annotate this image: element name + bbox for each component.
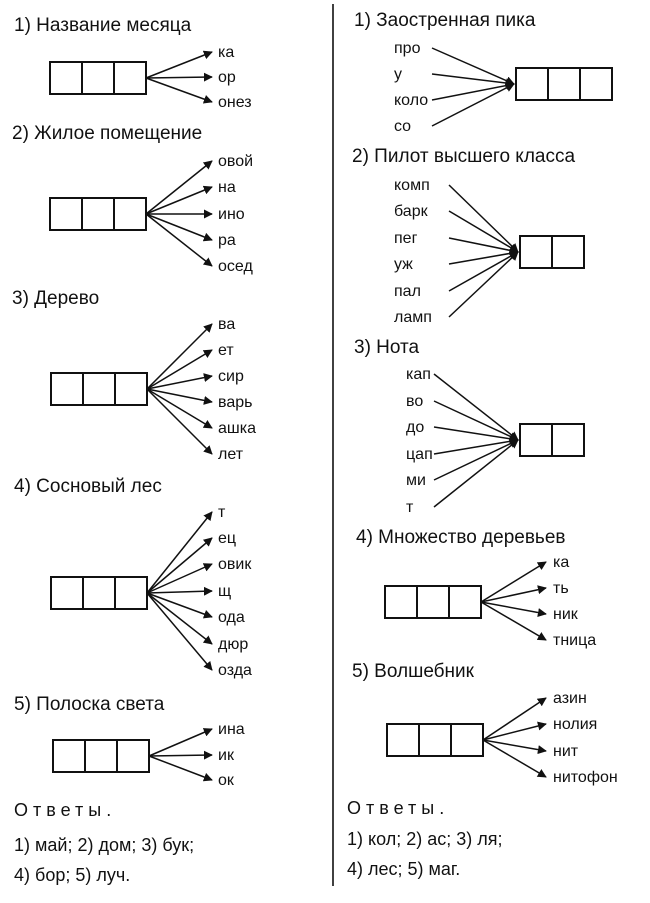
left-puzzle-4-word: ец (218, 530, 236, 547)
right-puzzle-1-word: со (394, 118, 411, 135)
left-puzzle-4-word: щ (218, 583, 231, 600)
left-puzzle-5-grid (52, 739, 150, 773)
right-puzzle-2-word: пег (394, 230, 418, 247)
right-puzzle-4-word: ть (553, 580, 569, 597)
left-puzzle-2-word: ра (218, 232, 236, 249)
right-puzzle-2-word: комп (394, 177, 430, 194)
left-puzzle-5-title: 5) Полоска света (14, 694, 165, 715)
left-puzzle-4-grid (50, 576, 148, 610)
left-puzzle-2-word: овой (218, 153, 253, 170)
left-puzzle-1-word: ка (218, 44, 234, 61)
right-puzzle-3-arrows (433, 373, 519, 508)
left-puzzle-4-word: озда (218, 662, 252, 679)
right-answers-title: Ответы. (347, 798, 449, 818)
right-puzzle-2-title: 2) Пилот высшего класса (352, 146, 575, 167)
right-puzzle-5-word: нолия (553, 716, 597, 733)
right-puzzle-4-word: ка (553, 554, 569, 571)
right-puzzle-5-word: нит (553, 743, 579, 760)
left-puzzle-2-title: 2) Жилое помещение (12, 123, 202, 144)
right-puzzle-4-arrows (480, 561, 547, 641)
left-puzzle-3-word: ашка (218, 420, 256, 437)
left-puzzle-1-arrows (145, 50, 213, 104)
right-puzzle-3-word: цап (406, 446, 433, 463)
right-puzzle-2-grid (519, 235, 585, 269)
left-puzzle-3-word: ва (218, 316, 235, 333)
left-puzzle-1-title: 1) Название месяца (14, 15, 192, 36)
left-puzzle-3-word: ет (218, 342, 234, 359)
left-puzzle-5-arrows (148, 728, 213, 782)
left-puzzle-1-word: ор (218, 69, 236, 86)
right-puzzle-1-grid (515, 67, 613, 101)
left-puzzle-4-word: т (218, 504, 226, 521)
right-puzzle-1-title: 1) Заостренная пика (354, 10, 536, 31)
left-puzzle-3-word: варь (218, 394, 252, 411)
right-puzzle-1-word: про (394, 40, 421, 57)
right-puzzle-3-word: во (406, 393, 423, 410)
right-answers-line-1: 1) кол; 2) ас; 3) ля; (347, 829, 502, 849)
left-puzzle-5-word: ок (218, 772, 235, 789)
right-puzzle-4-word: ник (553, 606, 579, 623)
left-puzzle-3-arrows (146, 323, 213, 455)
left-puzzle-5-word: ина (218, 721, 245, 738)
left-answers-line-2: 4) бор; 5) луч. (14, 865, 130, 885)
right-puzzle-3-word: т (406, 499, 414, 516)
left-puzzle-2-word: осед (218, 258, 253, 275)
right-puzzle-1-word: у (394, 66, 402, 83)
right-puzzle-2-word: уж (394, 256, 413, 273)
left-puzzle-3-title: 3) Дерево (12, 288, 99, 309)
right-puzzle-2-arrows (448, 184, 519, 318)
left-puzzle-3-grid (50, 372, 148, 406)
right-puzzle-3-grid (519, 423, 585, 457)
left-puzzle-4-arrows (146, 511, 213, 671)
left-puzzle-2-grid (49, 197, 147, 231)
right-puzzle-4-word: тница (553, 632, 596, 649)
right-puzzle-4-grid (384, 585, 482, 619)
right-puzzle-3-title: 3) Нота (354, 337, 420, 358)
left-answers-line-1: 1) май; 2) дом; 3) бук; (14, 835, 194, 855)
right-puzzle-4-title: 4) Множество деревьев (356, 527, 566, 548)
left-puzzle-5-word: ик (218, 747, 235, 764)
right-puzzle-3-word: до (406, 419, 424, 436)
right-answers-line-2: 4) лес; 5) маг. (347, 859, 460, 879)
left-puzzle-3-word: лет (218, 446, 244, 463)
left-puzzle-4-title: 4) Сосновый лес (14, 476, 162, 497)
right-puzzle-5-grid (386, 723, 484, 757)
left-puzzle-2-arrows (145, 160, 213, 267)
right-puzzle-2-word: барк (394, 203, 429, 220)
right-puzzle-2-word: ламп (394, 309, 432, 326)
right-puzzle-3-word: ми (406, 472, 426, 489)
right-puzzle-5-arrows (482, 697, 547, 778)
left-puzzle-1-word: онез (218, 94, 252, 111)
left-puzzle-4-word: ода (218, 609, 245, 626)
right-puzzle-5-word: нитофон (553, 769, 618, 786)
left-puzzle-4-word: дюр (218, 636, 248, 653)
left-puzzle-1-grid (49, 61, 147, 95)
right-puzzle-3-word: кап (406, 366, 431, 383)
right-puzzle-1-arrows (431, 47, 515, 127)
left-puzzle-2-word: на (218, 179, 236, 196)
left-puzzle-4-word: овик (218, 556, 252, 573)
left-puzzle-3-word: сир (218, 368, 244, 385)
left-answers-title: Ответы. (14, 800, 116, 820)
right-puzzle-5-word: азин (553, 690, 587, 707)
right-puzzle-5-title: 5) Волшебник (352, 661, 475, 682)
right-puzzle-2-word: пал (394, 283, 421, 300)
left-puzzle-2-word: ино (218, 206, 245, 223)
right-puzzle-1-word: коло (394, 92, 428, 109)
